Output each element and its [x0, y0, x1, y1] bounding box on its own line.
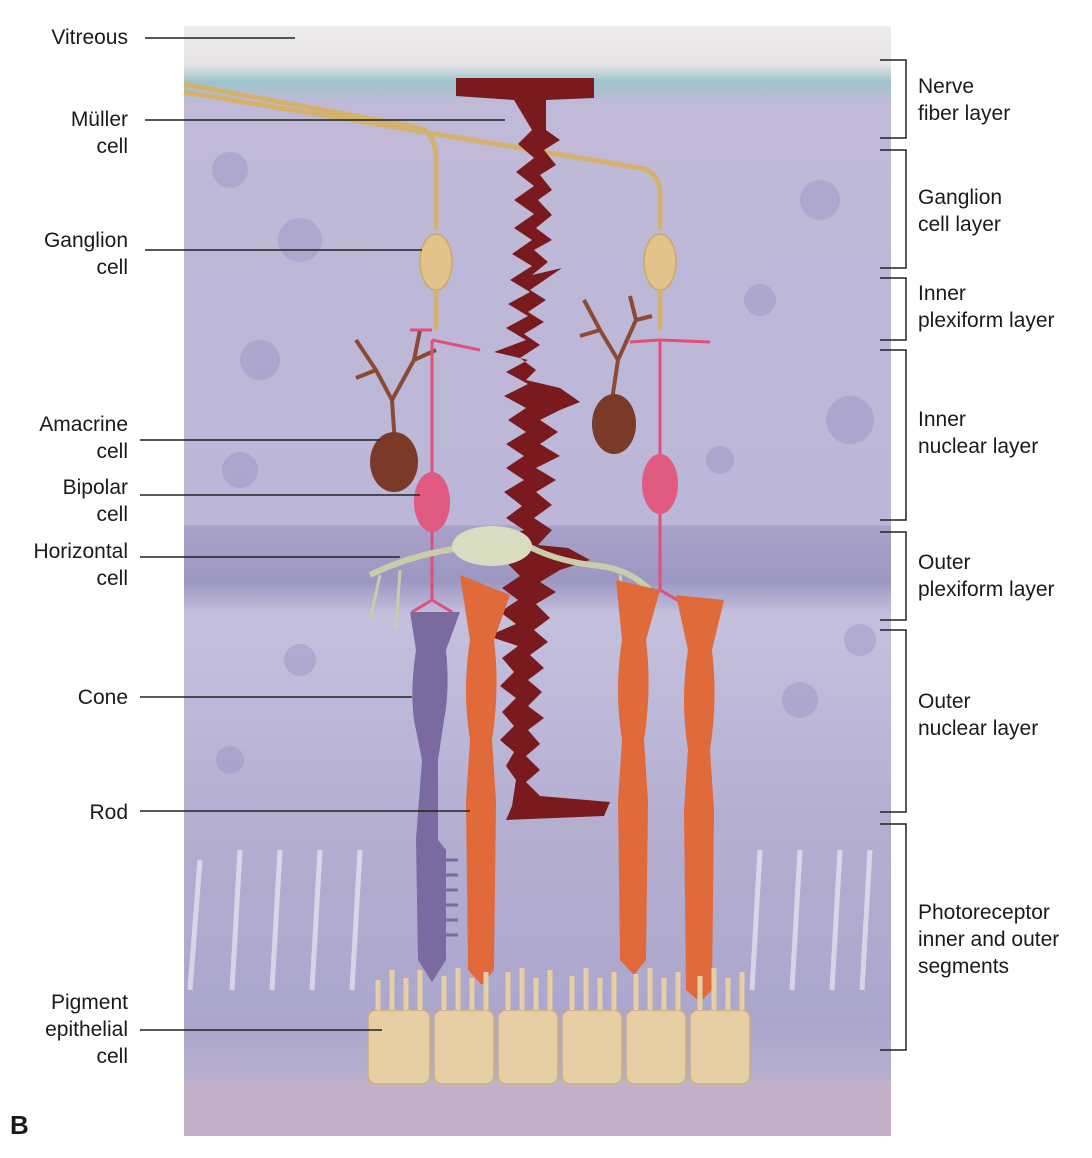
leader-lines: [140, 37, 505, 1031]
amacrine-cells: [354, 295, 653, 492]
label-rod: Rod: [89, 801, 128, 824]
label-vitreous: Vitreous: [51, 26, 128, 49]
label-cone: Cone: [77, 686, 128, 709]
cone-cell: [410, 612, 460, 982]
layer-brackets: [880, 59, 907, 1051]
photoreceptor-striations: [187, 849, 873, 991]
rod-cells: [460, 575, 724, 1002]
bipolar-cells: [410, 328, 711, 614]
ganglion-cells: [419, 233, 677, 330]
panel-label: B: [10, 1110, 29, 1140]
choroid-band: [184, 1080, 891, 1136]
ganglion-axons: [183, 81, 663, 230]
tissue-texture: [212, 152, 876, 774]
pigment-epithelial-cells: [367, 968, 751, 1085]
